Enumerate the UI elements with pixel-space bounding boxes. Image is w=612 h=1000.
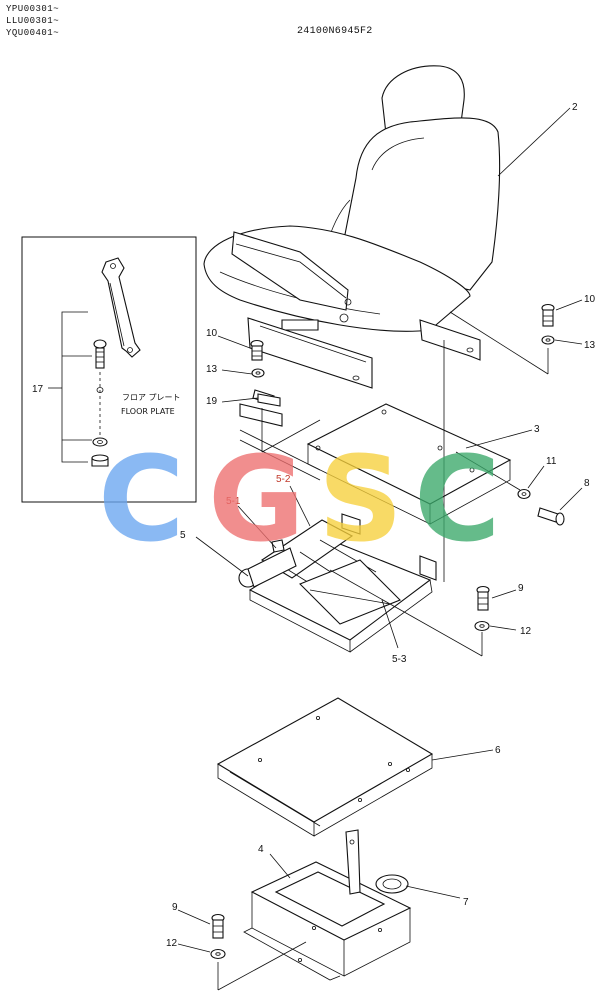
callout-9-upper: 9 [518,583,524,594]
suspension-unit [238,513,437,653]
callout-5-3: 5-3 [392,654,407,665]
callout-7: 7 [463,897,469,908]
nut-11 [517,488,531,500]
callout-5: 5 [180,530,186,541]
watermark-letter-4: C [414,430,501,568]
bolt-8 [537,507,565,526]
seat-assembly [203,65,501,389]
cover-plate [216,697,434,837]
floor-plate-label-en: FLOOR PLATE [121,407,175,416]
callout-10-left: 10 [206,328,218,339]
callout-17: 17 [32,384,44,395]
callout-10-right: 10 [584,294,596,305]
washer-12-lower [210,948,226,960]
callout-12-upper: 12 [520,626,532,637]
assembly-lines [217,311,549,991]
bolt-10-right [541,303,555,327]
watermark-logo: C G S C [98,430,501,568]
spacer-19 [257,393,281,407]
washer-13-left [251,368,265,378]
callout-6: 6 [495,745,501,756]
document-number: 24100N6945F2 [297,26,373,37]
callout-5-2: 5-2 [276,474,291,485]
callout-13-right: 13 [584,340,596,351]
callout-5-1: 5-1 [226,496,241,507]
washer-12-upper [474,620,490,632]
inset-floor-plate: 17 フロア プレート FLOOR PLATE [21,236,197,503]
callout-12-lower: 12 [166,938,178,949]
serial-range-1: YPU00301~ [6,4,60,14]
watermark-letter-1: C [98,430,185,568]
floor-plate-label-jp: フロア プレート [122,393,181,402]
bolt-10-left [250,339,264,361]
leader-lines [177,107,583,953]
callout-9-lower: 9 [172,902,178,913]
callout-2: 2 [572,102,578,113]
serial-range-2: LLU00301~ [6,16,60,26]
washer-13-right [541,335,555,345]
callout-3: 3 [534,424,540,435]
grommet [375,874,409,894]
callout-13-left: 13 [206,364,218,375]
bolt-9-lower [211,913,225,939]
callout-4: 4 [258,844,264,855]
callout-8: 8 [584,478,590,489]
callout-labels: 2 3 4 5 5-1 5-2 5-3 6 7 8 9 9 10 10 11 1… [166,102,596,949]
watermark-letter-2: G [208,430,305,568]
bolt-9-upper [476,585,490,611]
callout-11: 11 [546,456,557,467]
seat-base [243,829,412,981]
adapter-plate [239,389,512,525]
callout-19: 19 [206,396,218,407]
watermark-letter-3: S [318,430,403,568]
serial-range-3: YQU00401~ [6,28,60,38]
